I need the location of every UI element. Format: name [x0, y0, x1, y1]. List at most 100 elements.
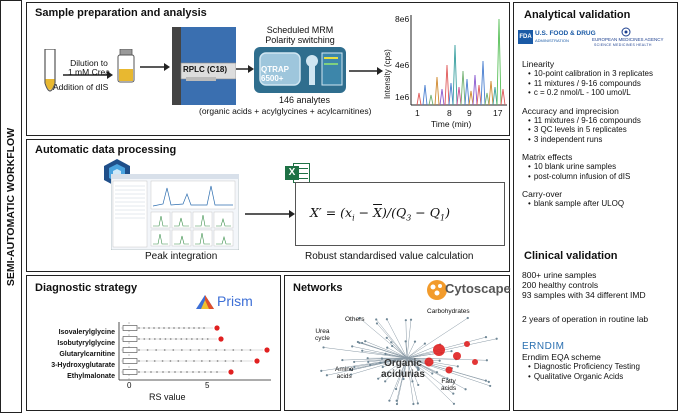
sample-tube-icon	[44, 49, 56, 92]
network-edge	[351, 357, 408, 375]
sample-prep-title: Sample preparation and analysis	[35, 7, 207, 19]
network-node	[411, 380, 414, 383]
ema-logo: EUROPEAN MEDICINES AGENCY SCIENCE MEDICI…	[592, 27, 676, 49]
network-node	[484, 379, 487, 382]
network-highlight-node	[453, 352, 461, 360]
ytick-8e6: 8e6	[395, 14, 410, 24]
rs-row-point	[153, 338, 156, 340]
rs-row-point	[240, 360, 243, 362]
network-edge	[396, 357, 408, 405]
network-node	[450, 350, 453, 353]
network-node	[353, 365, 356, 369]
chromatogram-peak	[422, 84, 428, 106]
network-node	[435, 371, 439, 374]
rs-row-point	[249, 349, 252, 351]
rs-row-point	[148, 338, 151, 340]
rs-row-point	[198, 371, 200, 373]
network-node	[361, 341, 364, 345]
chromatogram-peak	[452, 44, 458, 106]
analytical-sections: Linearity 10-point calibration in 3 repl…	[522, 59, 653, 209]
dilution-arrow-icon	[63, 71, 113, 79]
erndim-logo-text: ERNDIM	[522, 341, 565, 352]
rs-row-point	[208, 360, 211, 362]
network-node	[395, 402, 399, 406]
network-node	[395, 399, 398, 402]
diagnostic-panel: Diagnostic strategy Prism Isovalerylglyc…	[26, 275, 281, 411]
rs-xtick-5: 5	[205, 381, 210, 390]
rs-row-point	[190, 338, 193, 340]
network-node	[353, 360, 356, 364]
rs-row-patient-dot	[264, 347, 270, 353]
network-highlight-node	[464, 341, 470, 347]
network-node	[413, 340, 417, 343]
network-edge	[354, 357, 408, 363]
network-node	[385, 318, 389, 321]
cytoscape-logo-icon	[427, 280, 447, 300]
rs-row-point	[150, 371, 152, 373]
xtick-9: 9	[467, 108, 472, 118]
rs-row-point	[232, 349, 235, 351]
rs-row-box	[122, 369, 138, 375]
node-label-carbohydrates: Carbohydrates	[427, 308, 470, 315]
mrm-label: Scheduled MRM Polarity switching	[255, 25, 345, 45]
matrix-item-2: post-column infusion of dIS	[522, 172, 653, 182]
qtrap-label: QTRAP 6500+	[261, 65, 289, 83]
chromatogram-peak	[434, 76, 440, 106]
carryover-heading: Carry-over	[522, 189, 563, 199]
network-node	[452, 402, 456, 405]
chromatogram-peaks	[416, 18, 506, 106]
network-edge	[326, 357, 408, 376]
rs-row-point	[138, 360, 140, 362]
rs-row-point	[240, 349, 243, 351]
network-node	[369, 363, 372, 367]
rs-row-point	[143, 327, 145, 329]
network-edge	[323, 347, 408, 359]
software-screenshot	[111, 174, 239, 250]
compound-isobutyrylglycine: Isobutyrylglycine	[57, 340, 115, 347]
rs-row-point	[138, 349, 140, 351]
rs-row-point	[188, 327, 190, 329]
accuracy-item-1: 11 mixtures / 9-16 compounds	[522, 116, 653, 126]
network-node	[438, 359, 441, 362]
network-node	[416, 402, 419, 405]
network-node	[375, 318, 378, 321]
rs-value-plot	[118, 322, 271, 381]
rs-value-rows	[121, 325, 270, 375]
network-node	[350, 368, 353, 372]
compound-glutarylcarnitine: Glutarylcarnitine	[59, 351, 115, 358]
network-node	[409, 318, 413, 321]
clinical-line-2: 200 healthy controls	[522, 280, 599, 290]
rs-row-point	[216, 360, 219, 362]
rs-row-point	[232, 360, 235, 362]
network-node	[404, 319, 407, 322]
rs-row-point	[180, 349, 183, 351]
rs-row-point	[198, 327, 200, 329]
workflow-side-label-text: SEMI-AUTOMATIC WORKFLOW	[5, 127, 17, 286]
network-edge	[389, 357, 408, 401]
clinical-lines: 800+ urine samples 200 healthy controls …	[522, 270, 646, 300]
network-node	[417, 383, 420, 387]
rs-row-point	[159, 338, 162, 340]
chromatogram-plot	[410, 15, 507, 106]
rs-row-box	[122, 325, 138, 331]
rs-row-point	[185, 360, 188, 362]
network-node	[485, 359, 488, 362]
chromatogram-peak	[448, 82, 454, 106]
network-node	[464, 388, 467, 391]
data-processing-title: Automatic data processing	[35, 144, 177, 156]
network-node	[325, 374, 329, 377]
rs-row-point	[180, 338, 183, 340]
excel-letter: X	[288, 167, 296, 178]
rs-row-point	[198, 349, 200, 351]
network-node	[456, 365, 459, 368]
accuracy-heading: Accuracy and imprecision	[522, 105, 619, 116]
qtrap-line1: QTRAP	[261, 65, 289, 74]
compound-isovalerylglycine: Isovalerylglycine	[58, 329, 115, 336]
carryover-section: Carry-over blank sample after ULOQ	[522, 189, 653, 209]
rs-row-point	[196, 338, 199, 340]
ytick-4e6: 4e6	[395, 60, 410, 70]
arrow-to-ms-icon	[236, 65, 254, 73]
chromatogram-peak	[428, 94, 434, 106]
network-node	[495, 337, 498, 340]
network-edge	[406, 341, 416, 359]
